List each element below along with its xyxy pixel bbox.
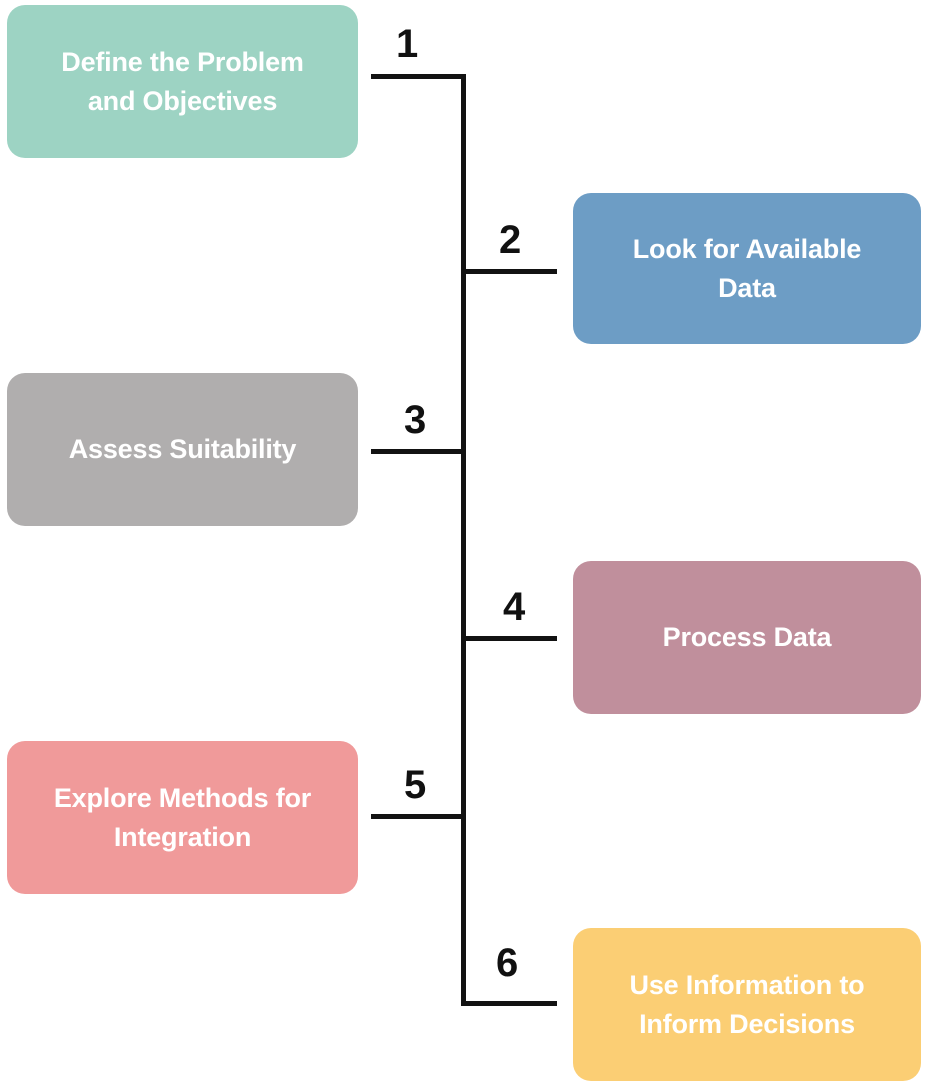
step-number-1: 1 xyxy=(396,22,419,66)
step-box-5[interactable]: Explore Methods for Integration xyxy=(7,741,358,894)
step-box-1-label: Define the Problem and Objectives xyxy=(61,47,304,116)
connector-branch-step-6 xyxy=(461,1001,557,1006)
step-box-5-label: Explore Methods for Integration xyxy=(53,783,312,852)
step-number-3: 3 xyxy=(404,398,427,442)
step-number-4: 4 xyxy=(503,585,526,629)
step-number-2: 2 xyxy=(499,218,522,262)
step-number-5: 5 xyxy=(404,763,427,807)
step-box-3-label: Assess Suitability xyxy=(68,434,297,465)
connector-branch-step-3 xyxy=(371,449,466,454)
connector-branch-step-1 xyxy=(371,74,466,79)
connector-branch-step-4 xyxy=(461,636,557,641)
connector-branch-step-2 xyxy=(461,269,557,274)
step-box-6[interactable]: Use Information to Inform Decisions xyxy=(573,928,921,1081)
step-box-2[interactable]: Look for Available Data xyxy=(573,193,921,344)
step-box-1[interactable]: Define the Problem and Objectives xyxy=(7,5,358,158)
step-box-4-label: Process Data xyxy=(662,622,832,653)
step-box-4[interactable]: Process Data xyxy=(573,561,921,714)
connector-branch-step-5 xyxy=(371,814,466,819)
timeline-spine xyxy=(461,74,466,1006)
step-box-3[interactable]: Assess Suitability xyxy=(7,373,358,526)
step-number-6: 6 xyxy=(496,941,519,985)
step-box-6-label: Use Information to Inform Decisions xyxy=(629,970,865,1039)
step-box-2-label: Look for Available Data xyxy=(632,234,862,303)
